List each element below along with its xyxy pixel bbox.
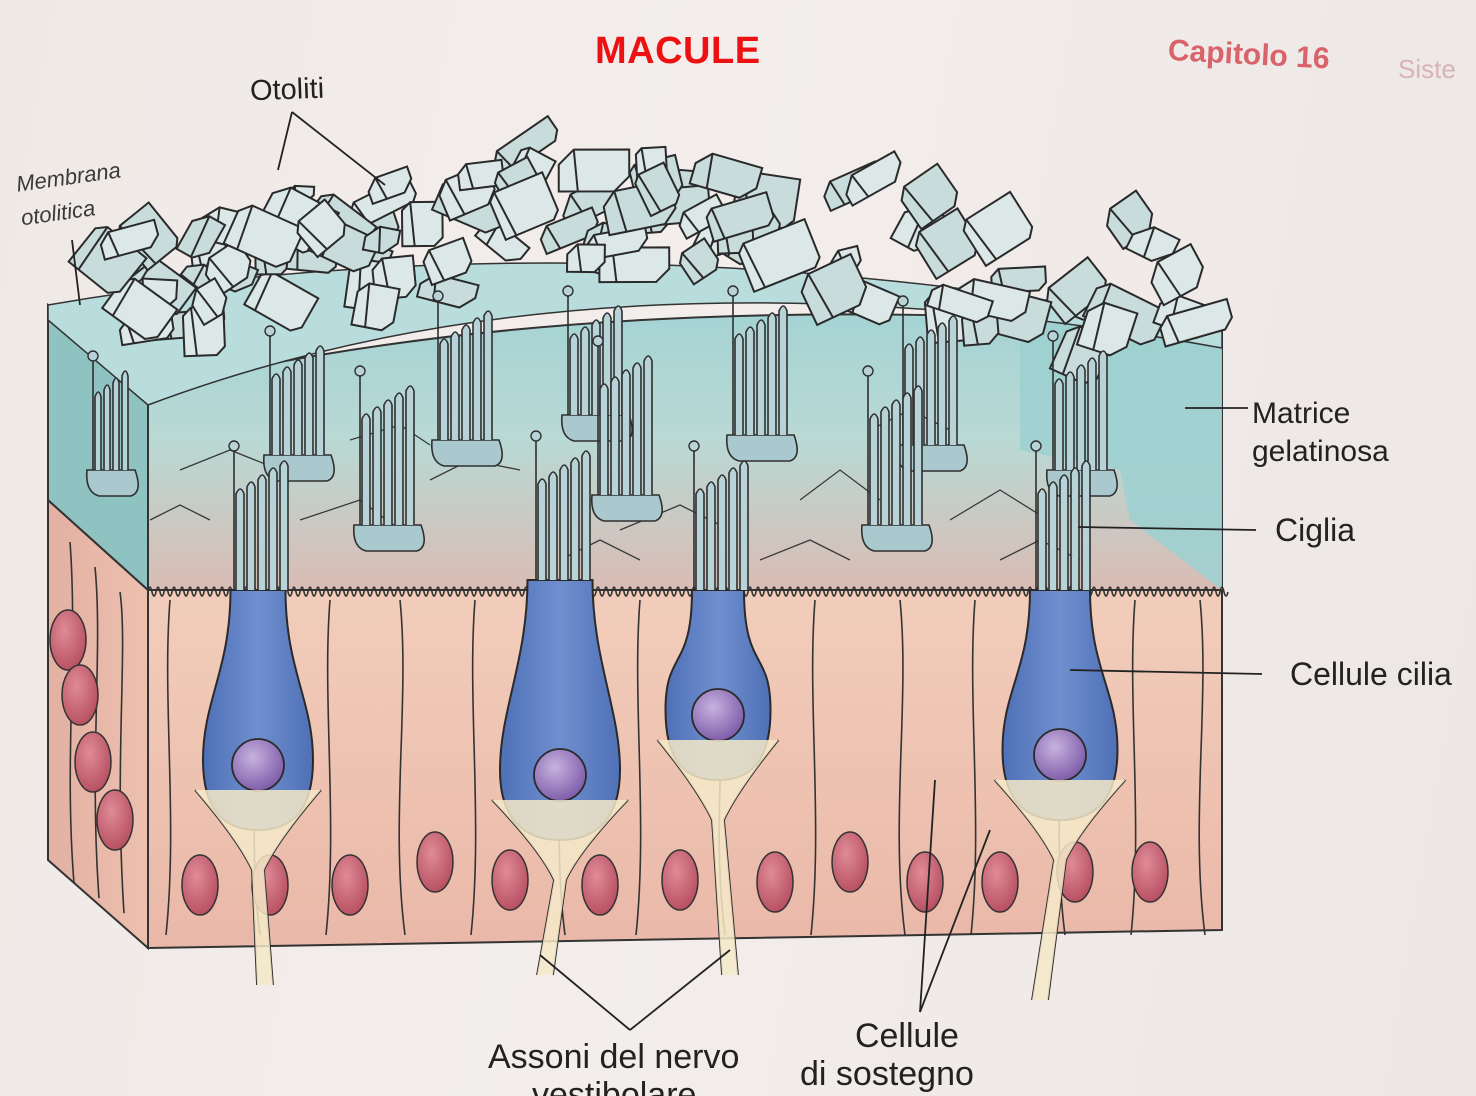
support-nucleus [907, 852, 943, 912]
hair-cell-nucleus [534, 749, 586, 801]
page-title: MACULE [595, 30, 761, 73]
label-cellule-cigliate: Cellule cilia [1290, 656, 1452, 693]
otolith-crystal [559, 149, 630, 191]
label-sostegno-line2: di sostegno [800, 1052, 974, 1096]
support-nucleus [982, 852, 1018, 912]
label-assoni-line2: vestibolare [488, 1076, 739, 1096]
label-matrice-text: Matrice gelatinosa [1252, 397, 1389, 468]
support-nucleus [182, 855, 218, 915]
label-otoliti: Otoliti [249, 73, 324, 109]
support-nucleus [757, 852, 793, 912]
support-nucleus [417, 832, 453, 892]
label-ciglia: Ciglia [1275, 512, 1355, 549]
support-nucleus [75, 732, 111, 792]
support-nucleus [582, 855, 618, 915]
label-cellule-sostegno: Cellule di sostegno [800, 1014, 974, 1096]
label-matrice-gelatinosa: Matrice gelatinosa [1252, 395, 1422, 471]
hair-cell-nucleus [232, 739, 284, 791]
label-assoni: Assoni del nervo vestibolare [488, 1038, 739, 1096]
support-nucleus [97, 790, 133, 850]
chapter-header-cut: Siste [1398, 54, 1456, 85]
hair-cell-nucleus [692, 689, 744, 741]
support-nucleus [832, 832, 868, 892]
cilia-bundle [727, 286, 797, 461]
support-nucleus [662, 850, 698, 910]
support-nucleus [492, 850, 528, 910]
support-nucleus [1132, 842, 1168, 902]
support-nucleus [62, 665, 98, 725]
hair-cell-nucleus [1034, 729, 1086, 781]
otolith-crystal [567, 244, 605, 272]
support-nucleus [50, 610, 86, 670]
label-assoni-line1: Assoni del nervo [488, 1038, 739, 1076]
support-nucleus [332, 855, 368, 915]
